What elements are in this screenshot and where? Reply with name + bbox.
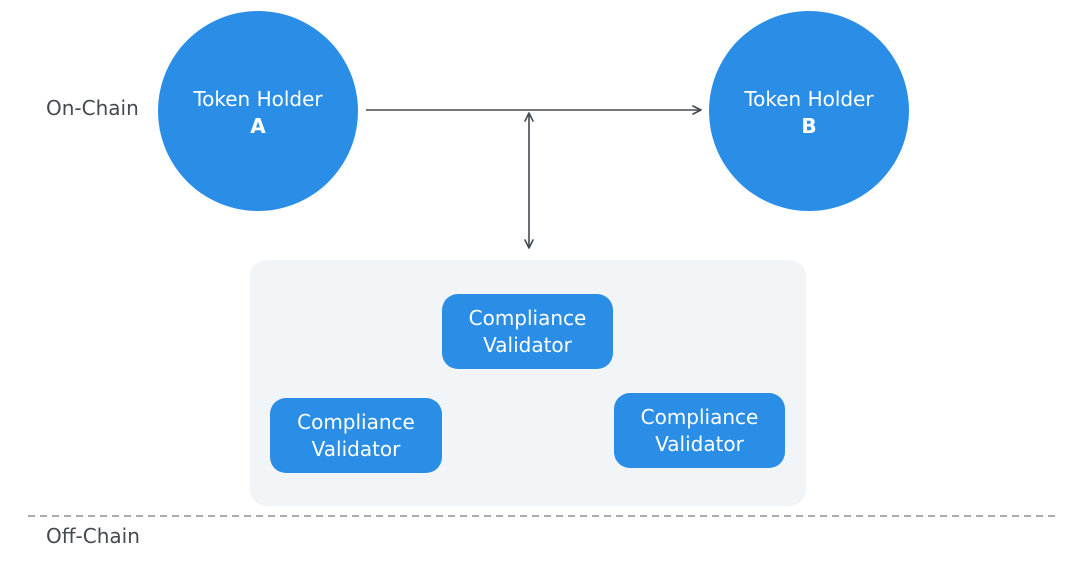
validator-right-line2: Validator: [655, 431, 744, 456]
off-chain-label: Off-Chain: [46, 524, 140, 548]
validator-left-line1: Compliance: [297, 409, 415, 434]
validator-top-line2: Validator: [483, 332, 572, 357]
compliance-validator-left: Compliance Validator: [270, 398, 442, 473]
compliance-validator-top: Compliance Validator: [442, 294, 613, 369]
token-holder-b-name: Token Holder: [744, 87, 874, 111]
token-holder-b-node: Token Holder B: [709, 11, 909, 211]
validator-right-line1: Compliance: [640, 404, 759, 429]
compliance-validator-right: Compliance Validator: [614, 393, 785, 468]
validator-top-line1: Compliance: [468, 305, 587, 330]
token-holder-b-letter: B: [801, 114, 817, 138]
validator-left-line2: Validator: [311, 436, 401, 461]
token-holder-a-name: Token Holder: [193, 87, 323, 111]
token-holder-a-letter: A: [250, 114, 266, 138]
token-holder-a-node: Token Holder A: [158, 11, 358, 211]
on-chain-label: On-Chain: [46, 96, 139, 120]
